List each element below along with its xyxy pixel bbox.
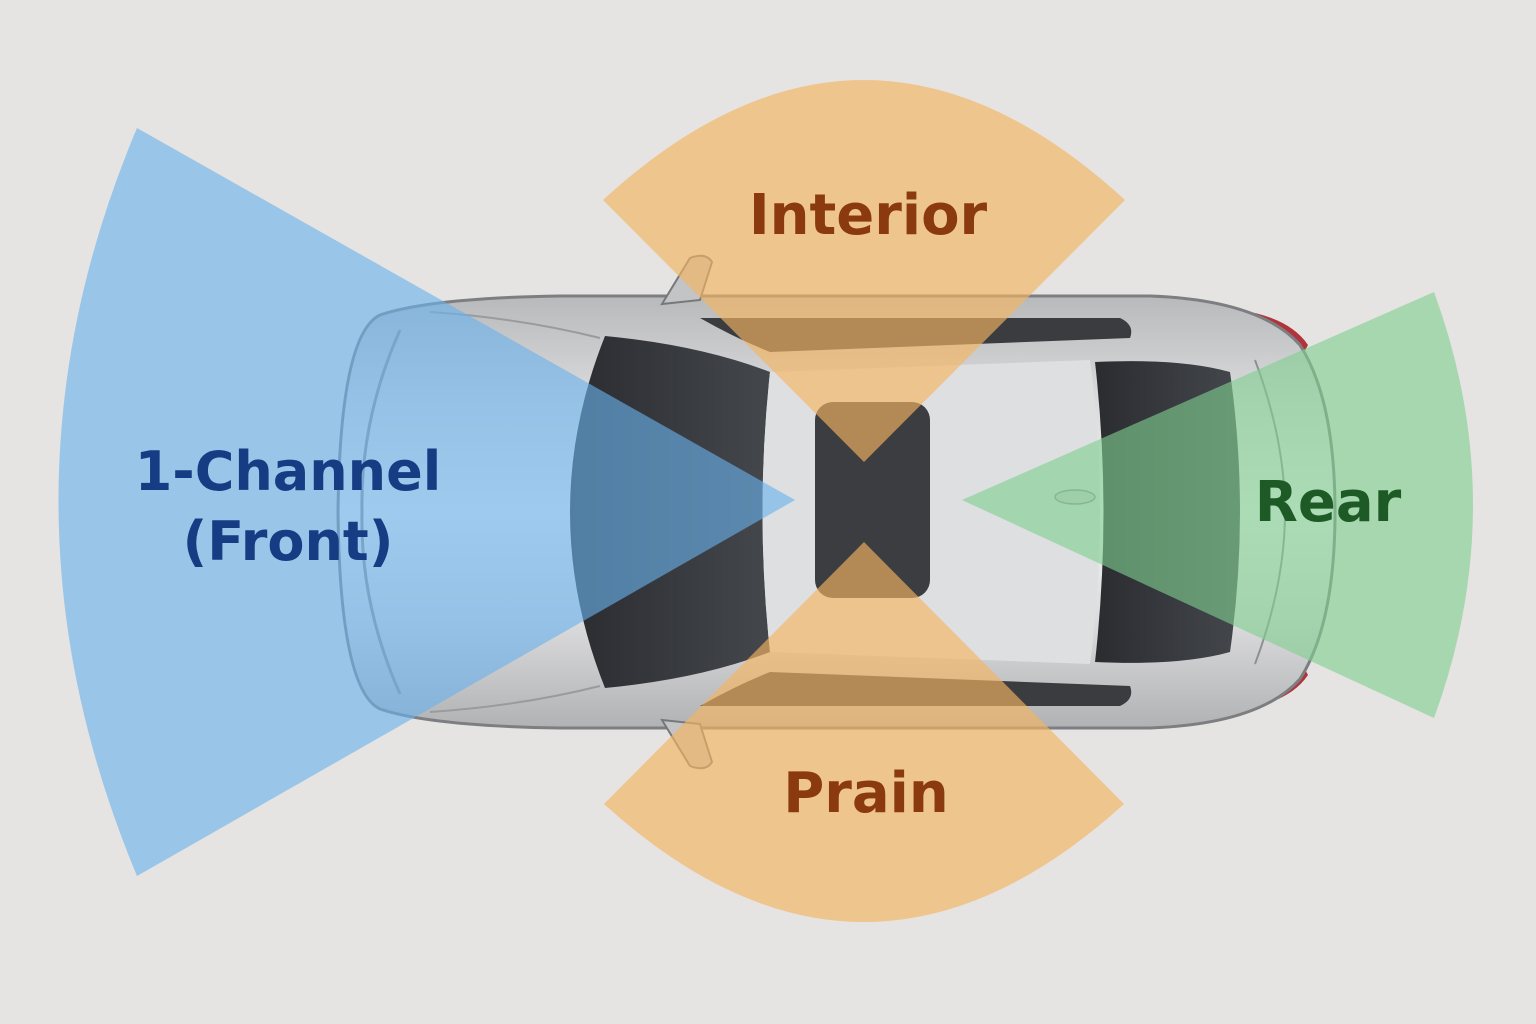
front-label-line1: 1-Channel xyxy=(135,440,442,503)
interior-coverage-zone xyxy=(603,80,1125,462)
rear-label: Rear xyxy=(1255,470,1402,535)
interior-label: Interior xyxy=(749,183,988,248)
sunroof xyxy=(815,402,930,598)
lower-label: Prain xyxy=(783,761,949,826)
front-coverage-zone xyxy=(58,128,795,876)
rear-coverage-zone xyxy=(962,292,1473,718)
front-label-line2: (Front) xyxy=(183,510,394,573)
lower-coverage-zone xyxy=(604,542,1124,922)
